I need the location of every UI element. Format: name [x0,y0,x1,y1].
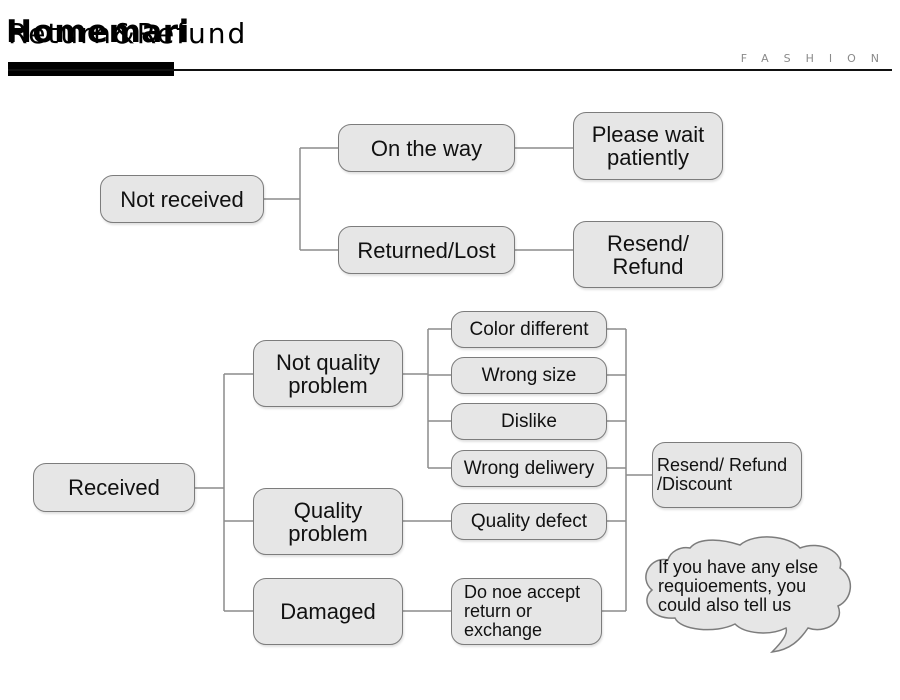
node-returned-lost: Returned/Lost [338,226,515,274]
brand-tagline: FASHION [740,52,894,65]
speech-bubble-note: If you have any else requioements, you c… [658,557,819,615]
node-not-quality-problem: Not quality problem [253,340,403,407]
node-damaged: Damaged [253,578,403,645]
node-on-the-way: On the way [338,124,515,172]
node-quality-problem: Quality problem [253,488,403,555]
header-divider [8,69,892,71]
node-received: Received [33,463,195,512]
node-no-return: Do noe accept return or exchange [451,578,602,645]
node-not-received: Not received [100,175,264,223]
node-wrong-delivery: Wrong deliwery [451,450,607,487]
node-resolution: Resend/ Refund /Discount [652,442,802,508]
node-wrong-size: Wrong size [451,357,607,394]
node-resend-refund: Resend/ Refund [573,221,723,288]
node-quality-defect: Quality defect [451,503,607,540]
speech-bubble-shape [645,536,851,653]
node-please-wait: Please wait patiently [573,112,723,180]
brand-subtitle: Return&Refund [8,17,248,50]
node-dislike: Dislike [451,403,607,440]
brand-logo: Homemari [6,14,190,50]
node-color-different: Color different [451,311,607,348]
